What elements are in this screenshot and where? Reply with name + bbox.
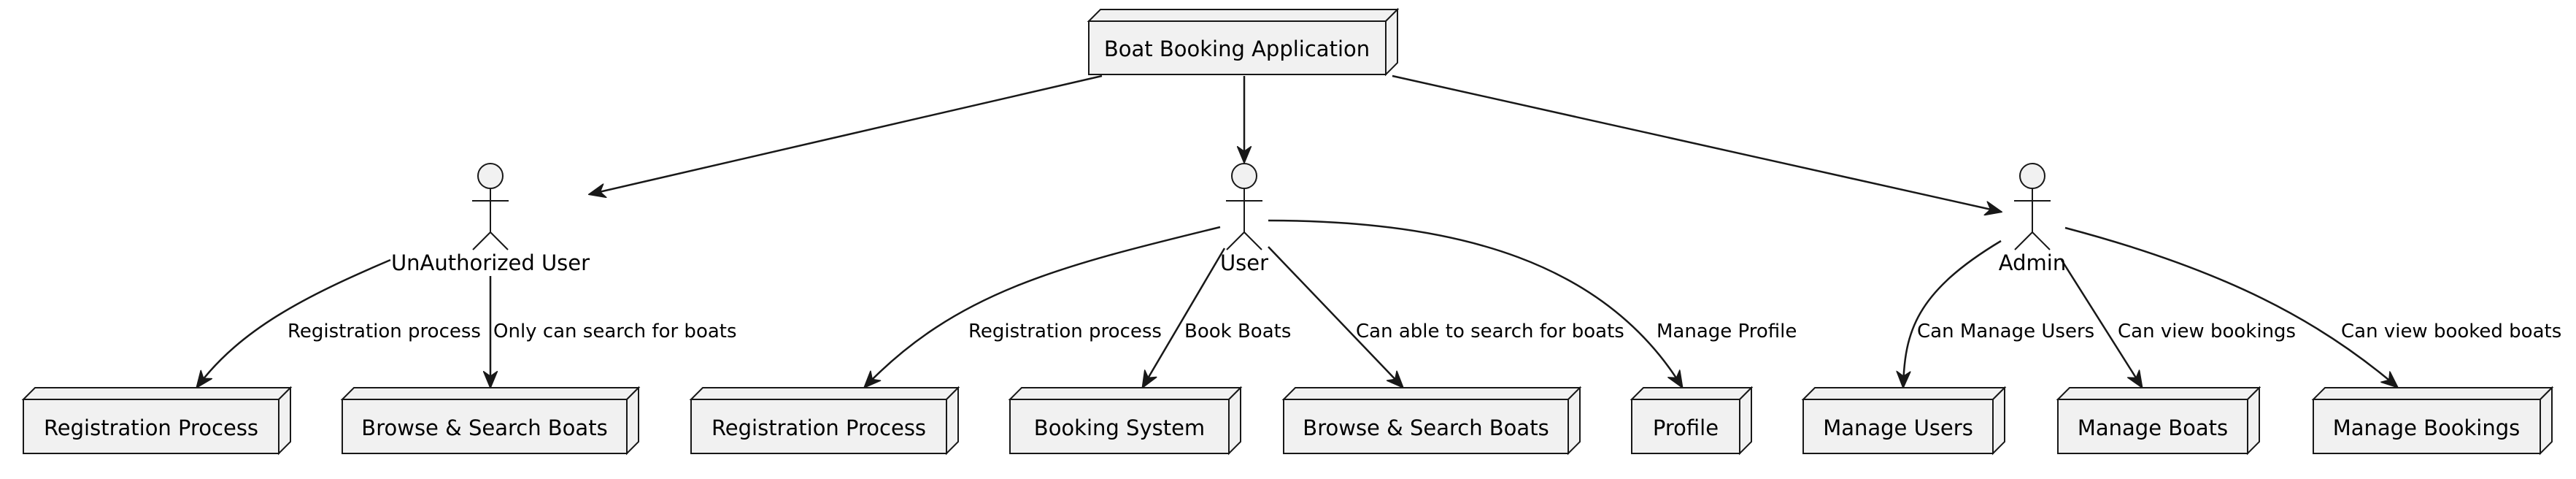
node-label-manage-users: Manage Users — [1823, 415, 1973, 440]
node-label-browse-search-boats-unauth: Browse & Search Boats — [361, 415, 607, 440]
node-label-manage-boats: Manage Boats — [2078, 415, 2228, 440]
node-registration-process-unauth: Registration Process — [21, 386, 293, 456]
edge-labels: Registration process Only can search for… — [288, 321, 2561, 342]
edge-user-to-profile — [1268, 219, 1682, 387]
edge-app-to-admin — [1392, 74, 2001, 212]
node-label-registration-process-user: Registration Process — [712, 415, 926, 440]
node-label-manage-bookings: Manage Bookings — [2333, 415, 2521, 440]
edge-user-to-reg2 — [865, 226, 1221, 387]
node-booking-system: Booking System — [1008, 386, 1243, 456]
node-label-registration-process-unauth: Registration Process — [44, 415, 258, 440]
edge-app-to-unauth — [590, 74, 1103, 194]
actor-label-admin: Admin — [1999, 250, 2066, 275]
actor-label-unauthorized-user: UnAuthorized User — [391, 250, 590, 275]
node-manage-users: Manage Users — [1801, 386, 2007, 456]
edge-label-admin-manage-users: Can Manage Users — [1917, 321, 2094, 342]
edge-unauth-to-reg1 — [197, 258, 391, 387]
actor-unauthorized-user: UnAuthorized User — [391, 163, 590, 275]
edge-label-user-reg2: Registration process — [968, 321, 1162, 342]
edge-user-to-browse2 — [1268, 246, 1403, 387]
node-manage-boats: Manage Boats — [2056, 386, 2261, 456]
edge-label-unauth-browse1: Only can search for boats — [493, 321, 737, 342]
node-label-boat-booking-application: Boat Booking Application — [1104, 37, 1370, 61]
edge-label-unauth-reg1: Registration process — [288, 321, 481, 342]
actor-user: User — [1220, 163, 1268, 275]
edge-label-user-browse2: Can able to search for boats — [1356, 321, 1624, 342]
node-browse-search-boats-user: Browse & Search Boats — [1281, 386, 1582, 456]
node-label-booking-system: Booking System — [1034, 415, 1205, 440]
edge-label-admin-manage-boats: Can view bookings — [2118, 321, 2296, 342]
edge-label-admin-manage-bookings: Can view booked boats — [2341, 321, 2561, 342]
edge-admin-to-manage-bookings — [2064, 226, 2397, 387]
edge-user-to-booking — [1143, 248, 1226, 387]
edge-admin-to-manage-users — [1903, 240, 2002, 387]
edge-admin-to-manage-boats — [2060, 259, 2142, 387]
node-profile: Profile — [1630, 386, 1754, 456]
node-manage-bookings: Manage Bookings — [2311, 386, 2554, 456]
edge-label-user-profile: Manage Profile — [1657, 321, 1797, 342]
edges — [197, 74, 2397, 387]
node-label-browse-search-boats-user: Browse & Search Boats — [1303, 415, 1549, 440]
node-label-profile: Profile — [1653, 415, 1719, 440]
node-registration-process-user: Registration Process — [689, 386, 960, 456]
actor-label-user: User — [1220, 250, 1268, 275]
edge-label-user-booking: Book Boats — [1184, 321, 1291, 342]
actor-admin: Admin — [1999, 163, 2066, 275]
node-boat-booking-application: Boat Booking Application — [1087, 7, 1400, 77]
node-browse-search-boats-unauth: Browse & Search Boats — [340, 386, 641, 456]
